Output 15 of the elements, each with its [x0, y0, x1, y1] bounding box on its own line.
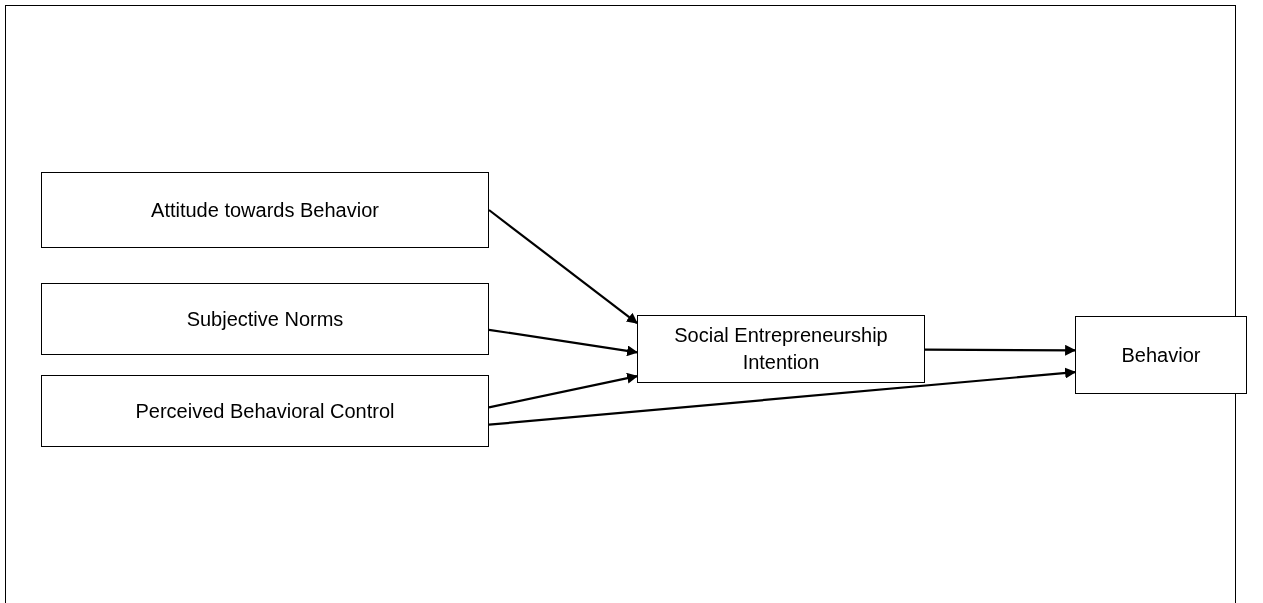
process-box [41, 283, 489, 355]
arrow [488, 367, 1077, 426]
arrow [488, 209, 638, 325]
arrow [488, 372, 639, 409]
process-box [41, 172, 489, 248]
box-label: Behavior [1121, 342, 1201, 368]
process-box [1075, 316, 1247, 394]
box-label: Perceived Behavioral Control [135, 398, 395, 424]
box-label: Subjective Norms [186, 306, 344, 332]
arrow [925, 344, 1077, 356]
box-label: Attitude towards Behavior [151, 197, 379, 223]
arrow [488, 328, 639, 357]
process-box [637, 315, 925, 383]
box-label: Social Entrepreneurship Intention [673, 323, 889, 375]
process-box [41, 375, 489, 447]
